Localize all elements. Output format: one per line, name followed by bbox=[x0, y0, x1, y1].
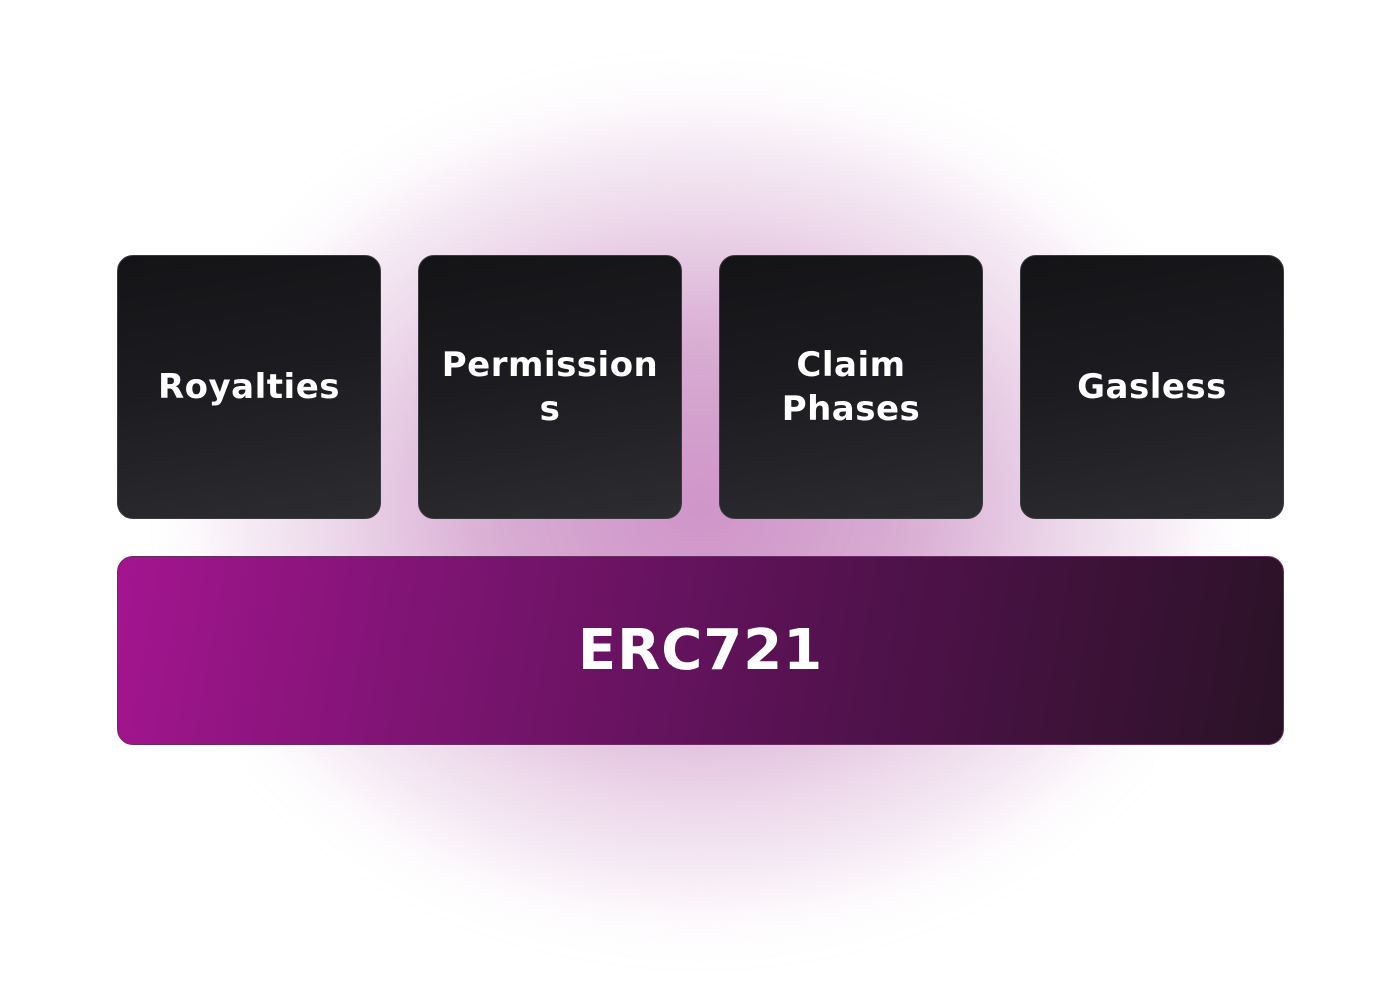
base-layer-erc721: ERC721 bbox=[117, 556, 1284, 745]
module-royalties: Royalties bbox=[117, 255, 381, 519]
module-permissions: Permissions bbox=[418, 255, 682, 519]
module-label: Permissions bbox=[441, 345, 659, 429]
base-label: ERC721 bbox=[577, 618, 824, 683]
module-label: Gasless bbox=[1077, 367, 1227, 407]
module-label: Claim Phases bbox=[781, 345, 921, 429]
module-label: Royalties bbox=[157, 367, 340, 407]
module-gasless: Gasless bbox=[1020, 255, 1284, 519]
module-claim-phases: Claim Phases bbox=[719, 255, 983, 519]
